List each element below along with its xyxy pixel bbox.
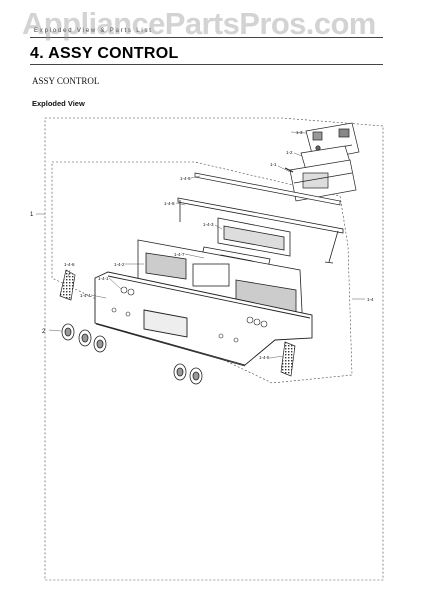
callout-rail: 1-4-8 [164, 201, 175, 206]
exploded-view-label: Exploded View [32, 99, 85, 108]
callout-main-assembly: 1 [30, 212, 34, 218]
callout-panel-assy: 1-4-2 [114, 262, 125, 267]
callout-display-window: 1-4-7 [174, 252, 185, 257]
callout-pcb-holder: 1-2 [286, 150, 293, 155]
switch-parts [111, 286, 268, 343]
callout-pcb-main: 1-3 [296, 130, 303, 135]
side-bracket-left-part [59, 269, 76, 301]
leader-lines [36, 131, 365, 359]
pcb-bracket-part [289, 159, 357, 202]
callout-window-frame: 1-4-3 [203, 222, 214, 227]
page-title: 4. ASSY CONTROL [30, 45, 179, 62]
top-rail-part [194, 172, 341, 206]
callout-assy-panel: 1-4 [367, 297, 374, 302]
callout-side-bracket-left: 1-4-6 [64, 262, 75, 267]
watermark-text: AppliancePartsPros.com [22, 6, 376, 41]
section-subtitle: ASSY CONTROL [32, 76, 100, 86]
header-rule [30, 37, 383, 38]
section-label: Exploded View & Parts List [34, 28, 153, 34]
outer-frame [44, 117, 384, 581]
callout-knob: 2 [42, 329, 46, 335]
callout-switch: 1-4-1 [98, 276, 109, 281]
callout-pcb-bracket: 1-1 [270, 162, 277, 167]
front-panel-part [94, 271, 313, 367]
side-bracket-right-part [280, 341, 296, 377]
callout-panel: 1-4-4 [80, 293, 91, 298]
title-rule [30, 64, 383, 65]
knob-parts [61, 323, 203, 385]
callout-side-bracket-right: 1-4-5 [259, 355, 270, 360]
long-rail-part [177, 197, 344, 264]
window-frame-part [217, 217, 291, 257]
callout-bracket-top: 1-4-9 [180, 176, 191, 181]
